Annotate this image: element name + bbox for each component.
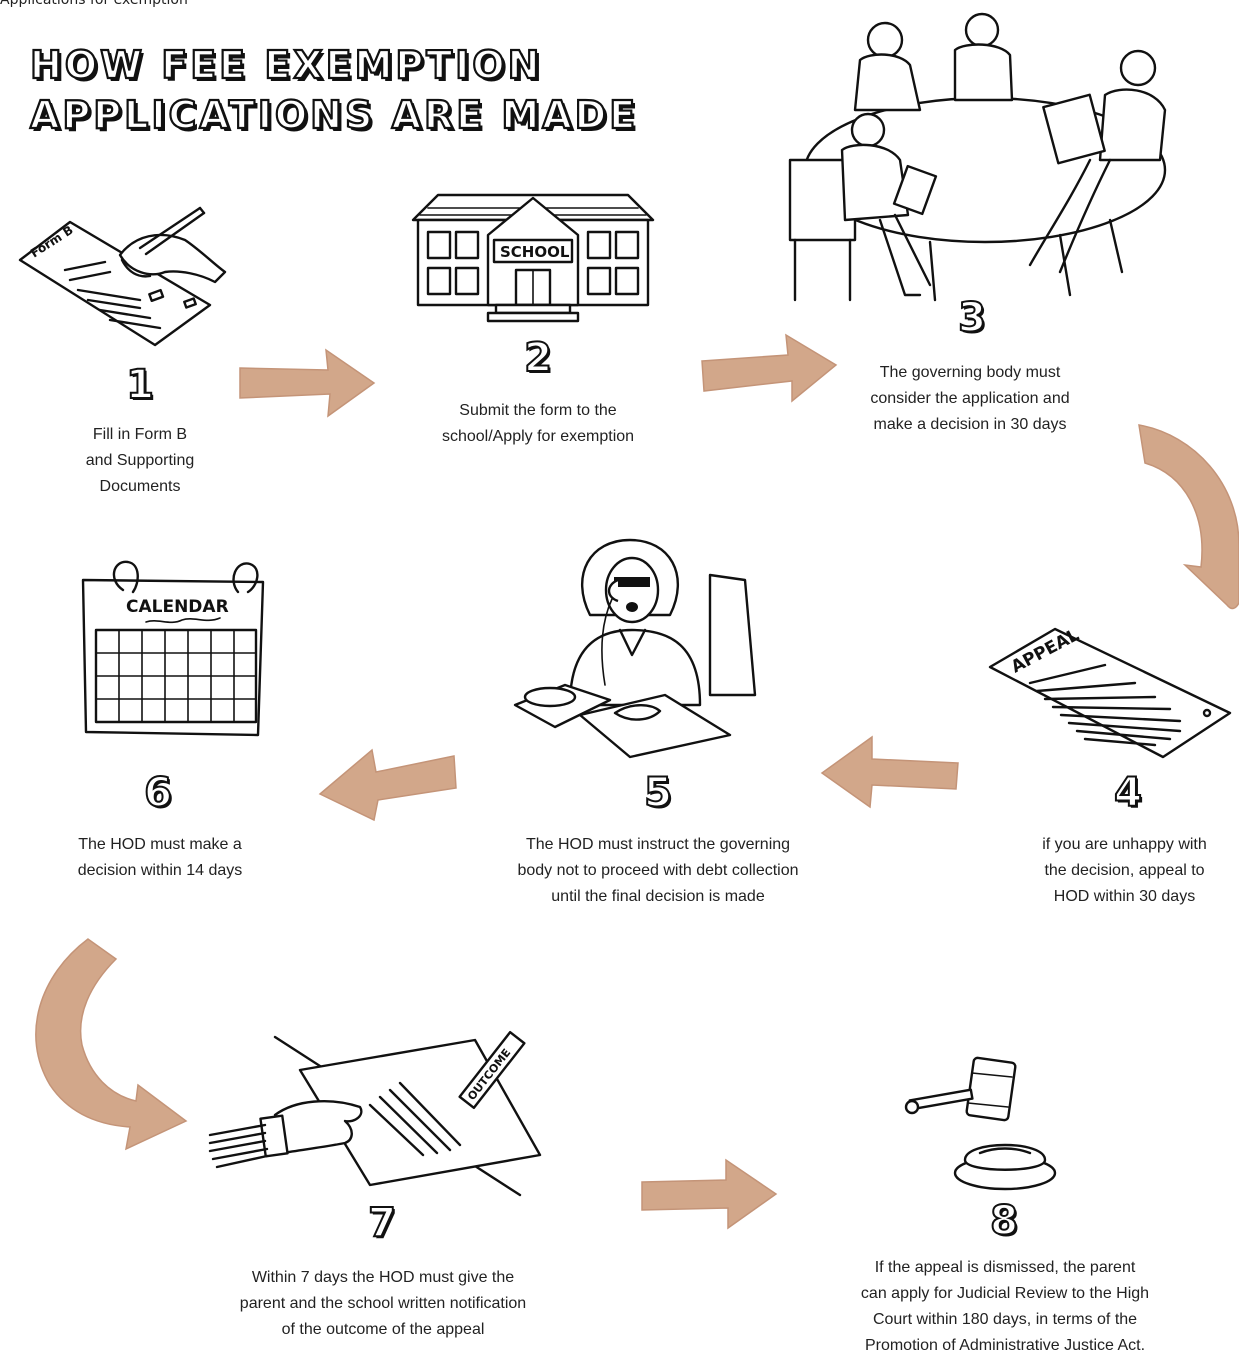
step-3-number: 3 bbox=[957, 294, 987, 342]
filling-form-icon: Form B bbox=[18, 206, 227, 347]
step-6-number: 6 bbox=[143, 769, 173, 817]
arrow-right-icon bbox=[701, 333, 838, 403]
step-7-number: 7 bbox=[367, 1199, 397, 1247]
step-1-number: 1 bbox=[125, 361, 155, 409]
school-sign-label: SCHOOL bbox=[500, 243, 570, 261]
step-2-number: 2 bbox=[523, 334, 553, 382]
gavel-icon bbox=[904, 1056, 1057, 1191]
arrow-right-icon bbox=[239, 348, 376, 418]
meeting-icon bbox=[788, 12, 1167, 302]
woman-on-phone-icon bbox=[513, 538, 757, 759]
step-4-caption: if you are unhappy with the decision, ap… bbox=[1042, 836, 1207, 905]
step-2-caption: Submit the form to the school/Apply for … bbox=[441, 402, 635, 445]
calendar-icon: CALENDAR bbox=[81, 560, 265, 737]
step-8-caption: If the appeal is dismissed, the parent c… bbox=[860, 1259, 1150, 1354]
title-line-2: APPLICATIONS ARE MADE bbox=[29, 92, 639, 138]
appeal-document-icon: APPEAL bbox=[988, 625, 1232, 759]
step-1-caption: Fill in Form B and Supporting Documents bbox=[85, 426, 195, 495]
step-7-caption: Within 7 days the HOD must give the pare… bbox=[239, 1269, 527, 1338]
outcome-letter-icon: OUTCOME bbox=[208, 1030, 542, 1197]
step-4-number: 4 bbox=[1113, 769, 1143, 817]
top-cut-text: Applications for exemption bbox=[0, 0, 188, 8]
arrow-left-icon bbox=[820, 735, 959, 809]
curved-arrow-down-icon bbox=[1138, 424, 1239, 610]
step-5-caption: The HOD must instruct the governing body… bbox=[517, 836, 799, 905]
school-icon: SCHOOL bbox=[411, 193, 655, 323]
step-6-caption: The HOD must make a decision within 14 d… bbox=[77, 836, 243, 879]
step-3-caption: The governing body must consider the app… bbox=[870, 364, 1070, 433]
curved-arrow-down-icon bbox=[35, 938, 188, 1151]
title-line-1: HOW FEE EXEMPTION bbox=[29, 42, 543, 88]
calendar-label: CALENDAR bbox=[126, 597, 229, 617]
step-5-number: 5 bbox=[643, 769, 673, 817]
arrow-left-icon bbox=[318, 748, 457, 822]
page-title: HOW FEE EXEMPTION APPLICATIONS ARE MADE bbox=[29, 40, 639, 140]
step-8-number: 8 bbox=[989, 1197, 1019, 1245]
arrow-right-icon bbox=[641, 1158, 778, 1230]
